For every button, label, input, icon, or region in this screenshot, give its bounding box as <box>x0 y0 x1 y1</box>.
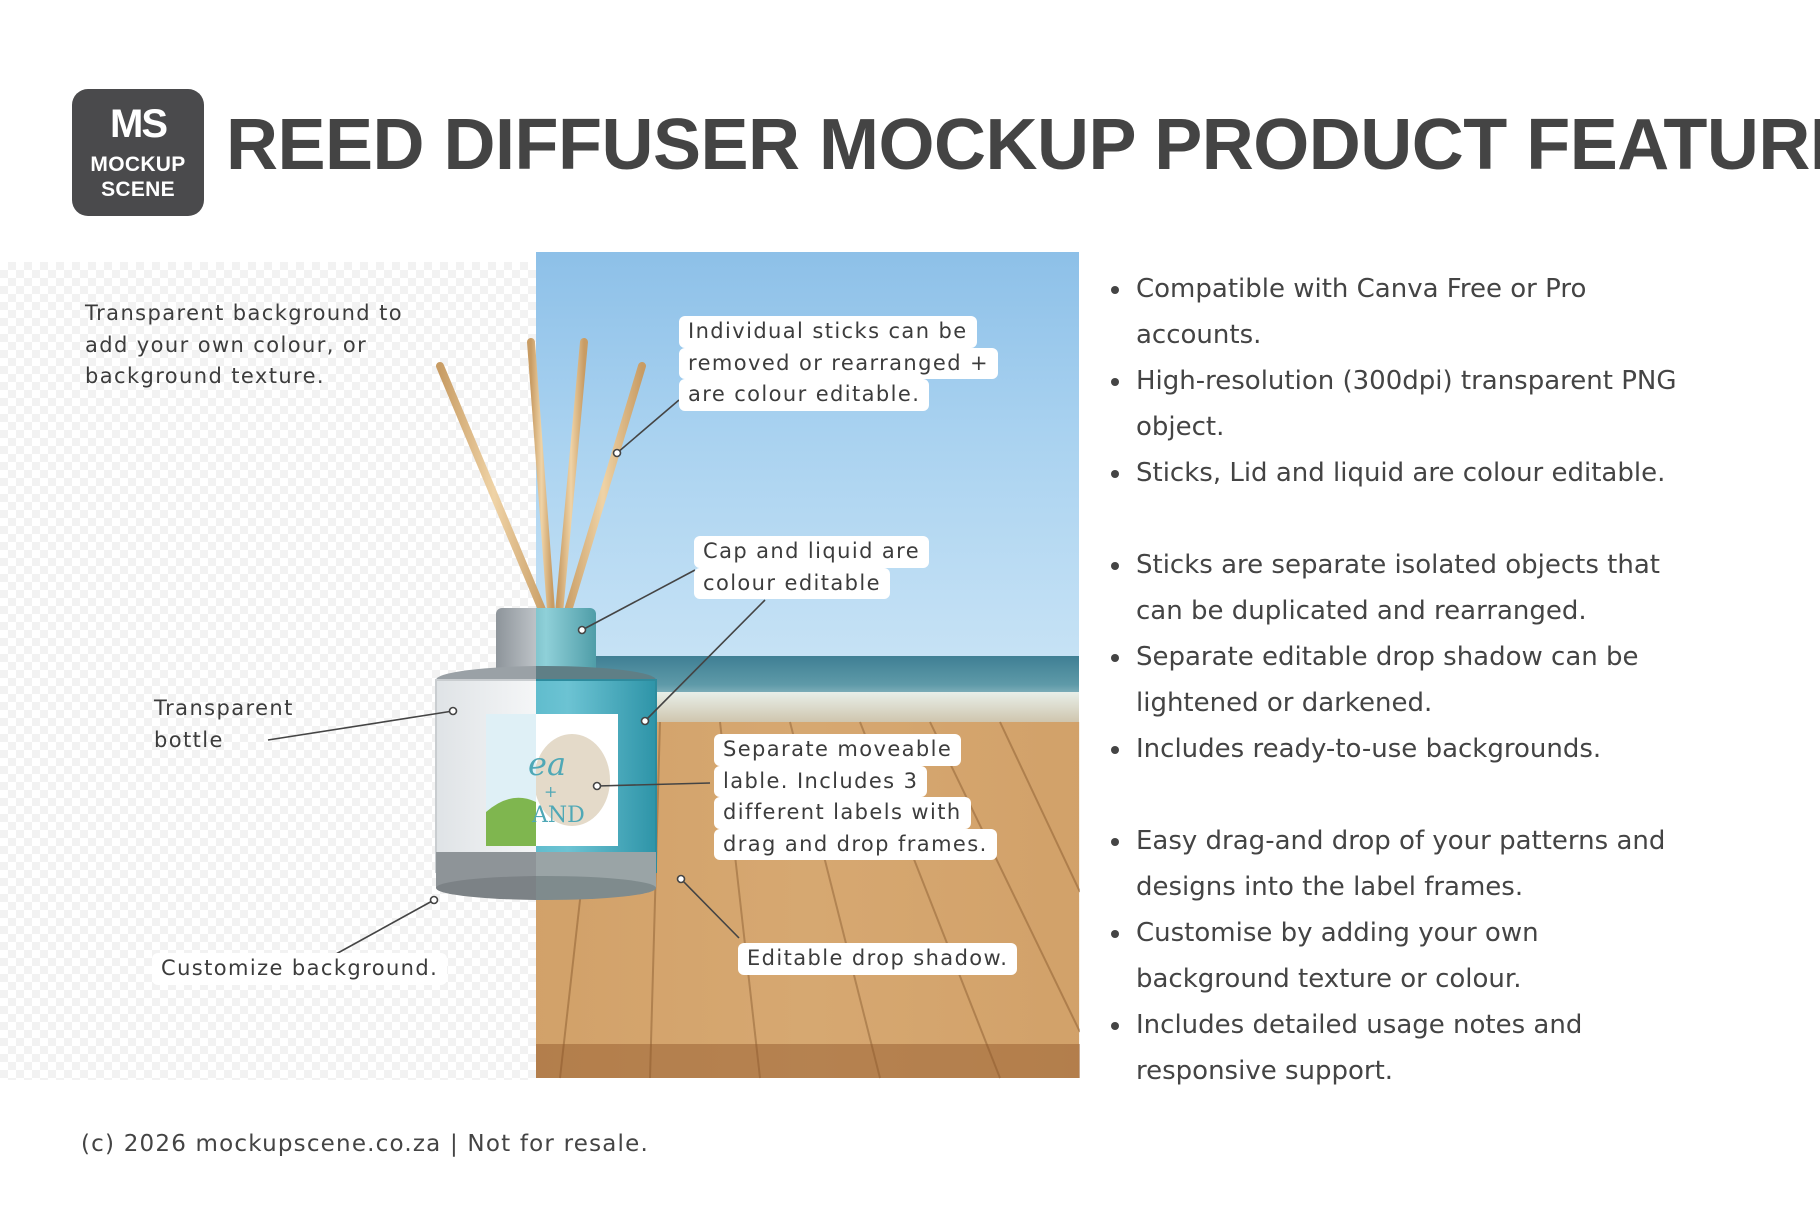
callout-sticks: Individual sticks can be removed or rear… <box>679 316 998 411</box>
copyright-footer: (c) 2026 mockupscene.co.za | Not for res… <box>81 1131 650 1157</box>
product-scene: ea + AND Transparent background to add y… <box>0 252 1080 1080</box>
brand-logo: MS MOCKUP SCENE <box>72 89 204 216</box>
callout-drop-shadow: Editable drop shadow. <box>738 943 1018 975</box>
feature-item: Includes ready-to-use backgrounds. <box>1108 726 1788 772</box>
logo-line-1: MOCKUP <box>90 152 186 176</box>
page-title: REED DIFFUSER MOCKUP PRODUCT FEATURES <box>226 105 1820 185</box>
callout-moveable-label: Separate moveable lable. Includes 3 diff… <box>714 734 997 860</box>
callout-customize-background: Customize background. <box>152 953 448 985</box>
callout-transparent-bottle: Transparent bottle <box>154 696 294 752</box>
callout-leader-lines <box>267 399 766 955</box>
feature-item: High-resolution (300dpi) transparent PNG… <box>1108 358 1788 450</box>
transparent-background <box>0 262 536 1080</box>
bottle-clear-half <box>435 608 536 900</box>
feature-item: Sticks are separate isolated objects tha… <box>1108 542 1788 634</box>
label-text-bottom: AND <box>531 803 585 828</box>
feature-item: Sticks, Lid and liquid are colour editab… <box>1108 450 1788 496</box>
reed-sticks <box>436 338 646 628</box>
label-text-mid: + <box>544 782 557 801</box>
callout-cap-liquid: Cap and liquid are colour editable <box>694 536 930 599</box>
logo-line-2: SCENE <box>101 177 175 201</box>
logo-mark: MS <box>110 101 168 146</box>
bottle-teal-half <box>536 608 657 900</box>
label-text-top: ea <box>528 745 566 783</box>
callout-transparent-background: Transparent background to add your own c… <box>85 301 403 388</box>
